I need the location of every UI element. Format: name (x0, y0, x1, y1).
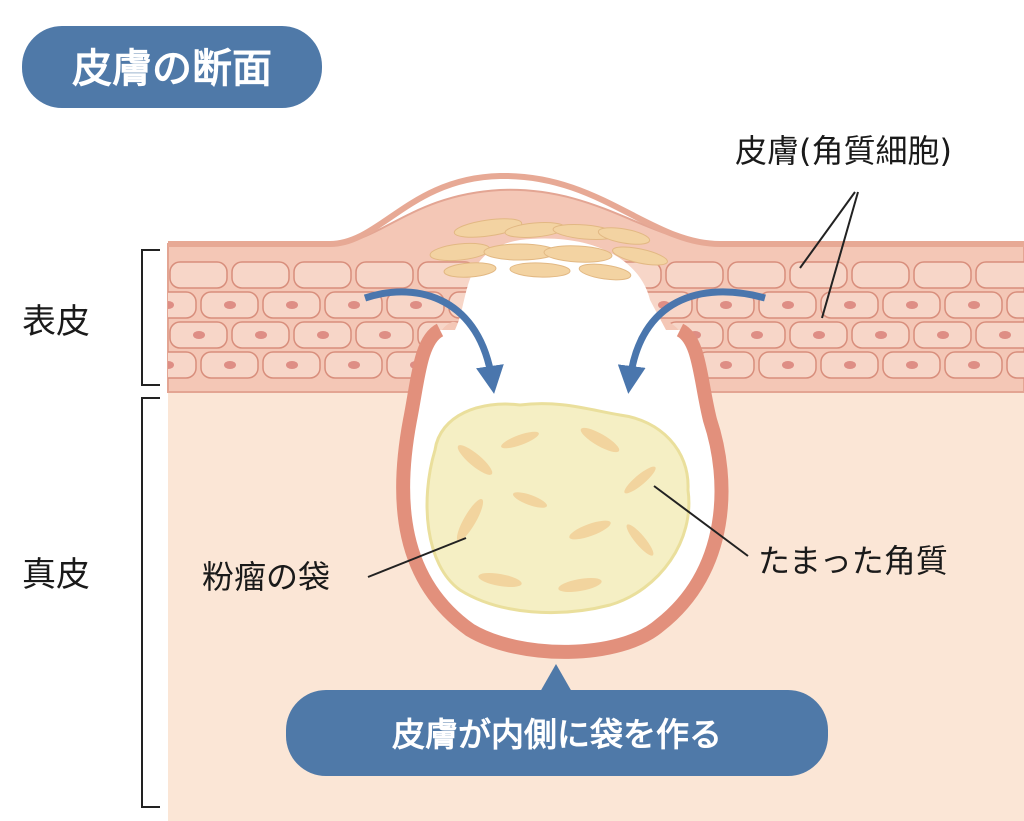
cell-nucleus (782, 301, 794, 309)
right-arrow-icon (617, 288, 766, 394)
keratin-flake (569, 520, 611, 540)
leader-line-skin-1 (799, 191, 856, 269)
keratin-flake (543, 245, 613, 263)
cell-nucleus (348, 361, 360, 369)
cell-nucleus (968, 301, 980, 309)
epidermis-cell (1006, 291, 1024, 319)
leader-line-skin-2 (821, 191, 859, 319)
skin-surface (168, 172, 1024, 247)
cell-nucleus (286, 301, 298, 309)
surface-keratin-flakes (429, 218, 668, 281)
cell-nucleus (193, 331, 205, 339)
dermis-bracket (141, 397, 160, 808)
epidermis-cell (851, 261, 910, 289)
sac-opening (455, 238, 666, 330)
cell-nucleus (720, 361, 732, 369)
cell-nucleus (348, 301, 360, 309)
epidermis-bracket (141, 249, 160, 386)
epidermis-cell (913, 261, 972, 289)
leader-line-sac (367, 537, 467, 578)
cell-nucleus (751, 331, 763, 339)
dermis-label: 真皮 (22, 555, 90, 595)
keratin-label: たまった角質 (758, 542, 948, 580)
cell-nucleus (906, 361, 918, 369)
cell-nucleus (168, 301, 174, 309)
cell-nucleus (224, 361, 236, 369)
cell-nucleus (168, 361, 174, 369)
keratin-flake (456, 499, 484, 541)
keratin-flake (580, 427, 620, 453)
epidermis-cell (789, 261, 848, 289)
epidermis-cell (975, 261, 1024, 289)
epidermis-label: 表皮 (22, 302, 90, 342)
keratin-flake (478, 572, 522, 588)
left-arrow-icon (363, 288, 504, 394)
keratin-flake (512, 492, 548, 508)
cell-nucleus (720, 301, 732, 309)
banner-pointer (540, 664, 572, 692)
epidermis-cell (727, 261, 786, 289)
epidermis-cell (355, 261, 414, 289)
keratin-flake (558, 577, 602, 593)
cell-nucleus (937, 331, 949, 339)
epidermis-cell (231, 261, 290, 289)
epidermis-cell (168, 291, 197, 319)
bottom-banner (286, 690, 828, 776)
leader-line-keratin (653, 485, 749, 557)
keratin-flake (457, 445, 493, 475)
title-badge (22, 26, 322, 108)
page-title: 皮膚の断面 (72, 46, 272, 92)
cyst-sac-label: 粉瘤の袋 (202, 558, 330, 596)
keratin-flake (612, 246, 668, 266)
cell-nucleus (906, 301, 918, 309)
cell-nucleus (379, 331, 391, 339)
keratin-flake (578, 263, 632, 281)
epidermis-cell (293, 261, 352, 289)
cell-nucleus (813, 331, 825, 339)
cell-nucleus (844, 361, 856, 369)
keratin-flake (624, 466, 656, 494)
keratin-flake (443, 262, 497, 278)
keratin-flake (501, 431, 539, 449)
cell-nucleus (875, 331, 887, 339)
keratin-flake (626, 524, 654, 556)
cell-nucleus (782, 361, 794, 369)
cell-nucleus (317, 331, 329, 339)
epidermis-cell (665, 261, 724, 289)
cell-nucleus (224, 301, 236, 309)
epidermis-cell (169, 261, 228, 289)
cell-nucleus (286, 361, 298, 369)
cell-nucleus (968, 361, 980, 369)
epidermis-cell (1006, 351, 1024, 379)
cell-nucleus (844, 301, 856, 309)
cell-nucleus (410, 301, 422, 309)
cell-nucleus (255, 331, 267, 339)
cell-nucleus (999, 331, 1011, 339)
keratin-flake (597, 227, 651, 245)
skin-cells-label: 皮膚(角質細胞) (735, 132, 952, 170)
keratin-flake (509, 262, 571, 278)
banner-text: 皮膚が内側に袋を作る (392, 715, 722, 754)
keratin-mass (425, 402, 691, 615)
keratin-flakes (456, 427, 656, 593)
epidermis-cell (168, 351, 197, 379)
